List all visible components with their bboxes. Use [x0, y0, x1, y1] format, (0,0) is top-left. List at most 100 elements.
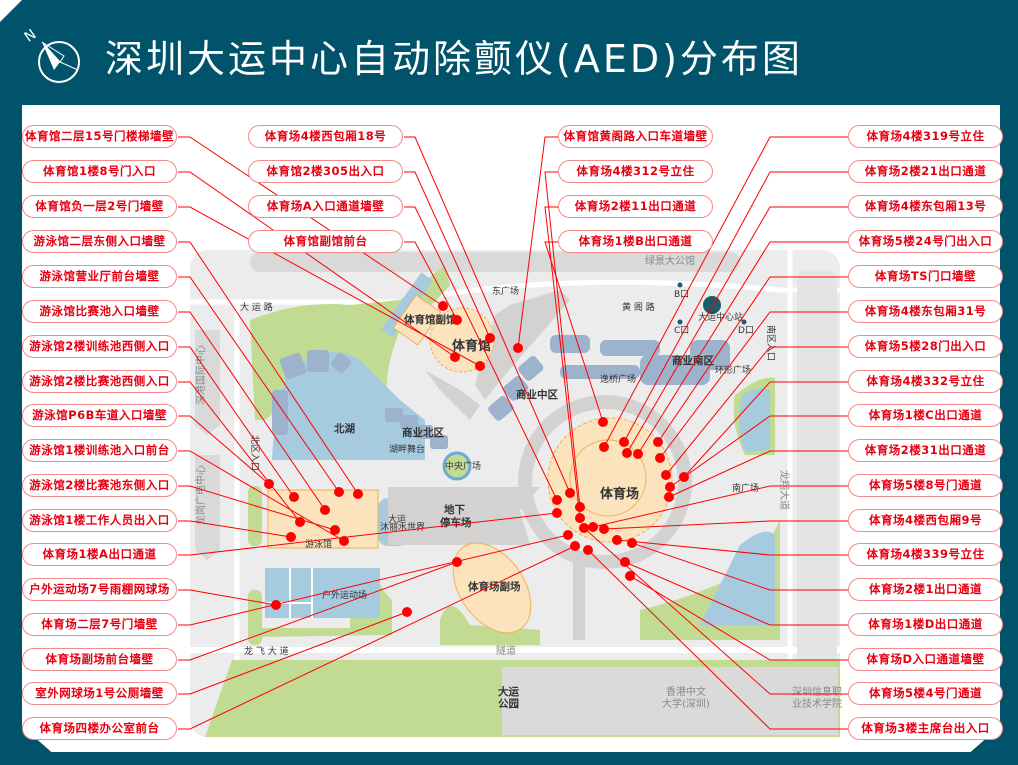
aed-callout-label[interactable]: 体育场TS门口墙壁: [848, 265, 1003, 288]
aed-marker[interactable]: [271, 600, 281, 610]
aed-callout-label[interactable]: 体育场4楼西包厢9号: [848, 509, 1003, 532]
aed-callout-label[interactable]: 体育馆黄阁路入口车道墙壁: [558, 125, 713, 148]
aed-callout-label[interactable]: 体育馆2楼305出入口: [248, 160, 403, 183]
aed-marker[interactable]: [619, 437, 629, 447]
aed-marker[interactable]: [320, 505, 330, 515]
aed-marker[interactable]: [452, 315, 462, 325]
aed-marker[interactable]: [552, 508, 562, 518]
aed-callout-label[interactable]: 游泳馆比赛池入口墙壁: [22, 300, 177, 323]
aed-marker[interactable]: [339, 536, 349, 546]
aed-marker[interactable]: [665, 482, 675, 492]
aed-callout-label[interactable]: 体育场2楼11出口通道: [558, 195, 713, 218]
aed-marker[interactable]: [655, 453, 665, 463]
aed-marker[interactable]: [575, 513, 585, 523]
aed-marker[interactable]: [625, 571, 635, 581]
aed-marker[interactable]: [552, 495, 562, 505]
aed-marker[interactable]: [599, 442, 609, 452]
aed-callout-label[interactable]: 体育场1楼B出口通道: [558, 230, 713, 253]
aed-callout-label[interactable]: 体育场5楼24号门出入口: [848, 230, 1003, 253]
aed-callout-label[interactable]: 游泳馆1楼工作人员出入口: [22, 509, 177, 532]
aed-callout-label[interactable]: 游泳馆营业厅前台墙壁: [22, 265, 177, 288]
aed-callout-label[interactable]: 体育场4楼东包厢31号: [848, 300, 1003, 323]
aed-marker[interactable]: [334, 487, 344, 497]
aed-marker[interactable]: [664, 492, 674, 502]
aed-callout-label[interactable]: 游泳馆二层东侧入口墙壁: [22, 230, 177, 253]
aed-callout-label[interactable]: 体育场4楼西包厢18号: [248, 125, 403, 148]
aed-marker[interactable]: [485, 333, 495, 343]
aed-callout-label[interactable]: 户外运动场7号雨棚网球场: [22, 578, 177, 601]
aed-callout-label[interactable]: 体育场A入口通道墙壁: [248, 195, 403, 218]
aed-marker[interactable]: [450, 352, 460, 362]
aed-callout-label[interactable]: 体育场5楼4号门通道: [848, 682, 1003, 705]
aed-marker[interactable]: [622, 448, 632, 458]
aed-marker[interactable]: [289, 492, 299, 502]
aed-marker[interactable]: [286, 532, 296, 542]
aed-callout-label[interactable]: 体育场1楼D出口通道: [848, 613, 1003, 636]
aed-callout-label[interactable]: 体育场2楼1出口通道: [848, 578, 1003, 601]
stadium-annex-building: [452, 542, 532, 634]
aed-marker[interactable]: [402, 607, 412, 617]
aed-callout-label[interactable]: 室外网球场1号公厕墙壁: [22, 682, 177, 705]
aed-marker[interactable]: [295, 517, 305, 527]
aed-marker[interactable]: [598, 417, 608, 427]
aed-callout-label[interactable]: 体育场副场前台墙壁: [22, 648, 177, 671]
aed-callout-label[interactable]: 游泳馆2楼比赛池西侧入口: [22, 370, 177, 393]
aed-callout-label[interactable]: 游泳馆P6B车道入口墙壁: [22, 404, 177, 427]
aed-marker[interactable]: [575, 502, 585, 512]
aed-callout-label[interactable]: 体育馆1楼8号门入口: [22, 160, 177, 183]
leader-line: [178, 450, 345, 542]
aed-marker[interactable]: [563, 530, 573, 540]
aed-callout-label[interactable]: 游泳馆1楼训练池入口前台: [22, 439, 177, 462]
aed-marker[interactable]: [264, 479, 274, 489]
leader-line: [603, 520, 848, 530]
aed-callout-label[interactable]: 体育场四楼办公室前台: [22, 717, 177, 740]
aed-callout-label[interactable]: 游泳馆2楼比赛池东侧入口: [22, 474, 177, 497]
leader-line: [178, 534, 569, 626]
aed-marker[interactable]: [353, 489, 363, 499]
aed-marker[interactable]: [570, 541, 580, 551]
aed-callout-label[interactable]: 体育场1楼A出口通道: [22, 543, 177, 566]
leader-line: [544, 241, 604, 423]
aed-marker[interactable]: [513, 343, 523, 353]
aed-marker[interactable]: [661, 470, 671, 480]
aed-callout-label[interactable]: 体育场4楼332号立住: [848, 370, 1003, 393]
aed-callout-label[interactable]: 体育场5楼8号门通道: [848, 474, 1003, 497]
label-dayun-park: 公园: [498, 698, 519, 710]
leader-line: [178, 381, 301, 523]
aed-callout-label[interactable]: 体育场2楼31出口通道: [848, 439, 1003, 462]
aed-callout-label[interactable]: 游泳馆2楼训练池西侧入口: [22, 335, 177, 358]
aed-callout-label[interactable]: 体育场2楼21出口通道: [848, 160, 1003, 183]
leader-line: [659, 311, 848, 459]
aed-callout-label[interactable]: 体育场3楼主席台出入口: [848, 717, 1003, 740]
aed-marker[interactable]: [612, 535, 622, 545]
aed-marker[interactable]: [679, 472, 689, 482]
aed-callout-label[interactable]: 体育场4楼319号立住: [848, 125, 1003, 148]
aed-callout-label[interactable]: 体育馆负一层2号门墙壁: [22, 195, 177, 218]
metro-icon: [703, 296, 721, 314]
aed-callout-label[interactable]: 体育场4楼339号立住: [848, 543, 1003, 566]
aed-callout-label[interactable]: 体育馆二层15号门楼梯墙壁: [22, 125, 177, 148]
aed-callout-label[interactable]: 体育场4楼312号立住: [558, 160, 713, 183]
aed-marker[interactable]: [330, 525, 340, 535]
aed-marker[interactable]: [475, 361, 485, 371]
leader-line: [178, 415, 270, 485]
aed-callout-label[interactable]: 体育场4楼东包厢13号: [848, 195, 1003, 218]
aed-marker[interactable]: [579, 523, 589, 533]
aed-marker[interactable]: [633, 449, 643, 459]
aed-marker[interactable]: [438, 301, 448, 311]
south-pond: [700, 531, 775, 625]
aed-marker[interactable]: [452, 557, 462, 567]
aed-marker[interactable]: [599, 524, 609, 534]
aed-marker[interactable]: [588, 522, 598, 532]
aed-callout-label[interactable]: 体育场1楼C出口通道: [848, 404, 1003, 427]
aed-callout-label[interactable]: 体育馆副馆前台: [248, 230, 403, 253]
aed-callout-label[interactable]: 体育场5楼28门出入口: [848, 335, 1003, 358]
aed-marker[interactable]: [620, 557, 630, 567]
aed-marker[interactable]: [627, 538, 637, 548]
aed-callout-label[interactable]: 体育场D入口通道墙壁: [848, 648, 1003, 671]
aed-marker[interactable]: [565, 488, 575, 498]
aed-marker[interactable]: [653, 437, 663, 447]
aed-marker[interactable]: [583, 545, 593, 555]
label-tunnel: 隧道: [496, 644, 516, 657]
aed-callout-label[interactable]: 体育场二层7号门墙壁: [22, 613, 177, 636]
